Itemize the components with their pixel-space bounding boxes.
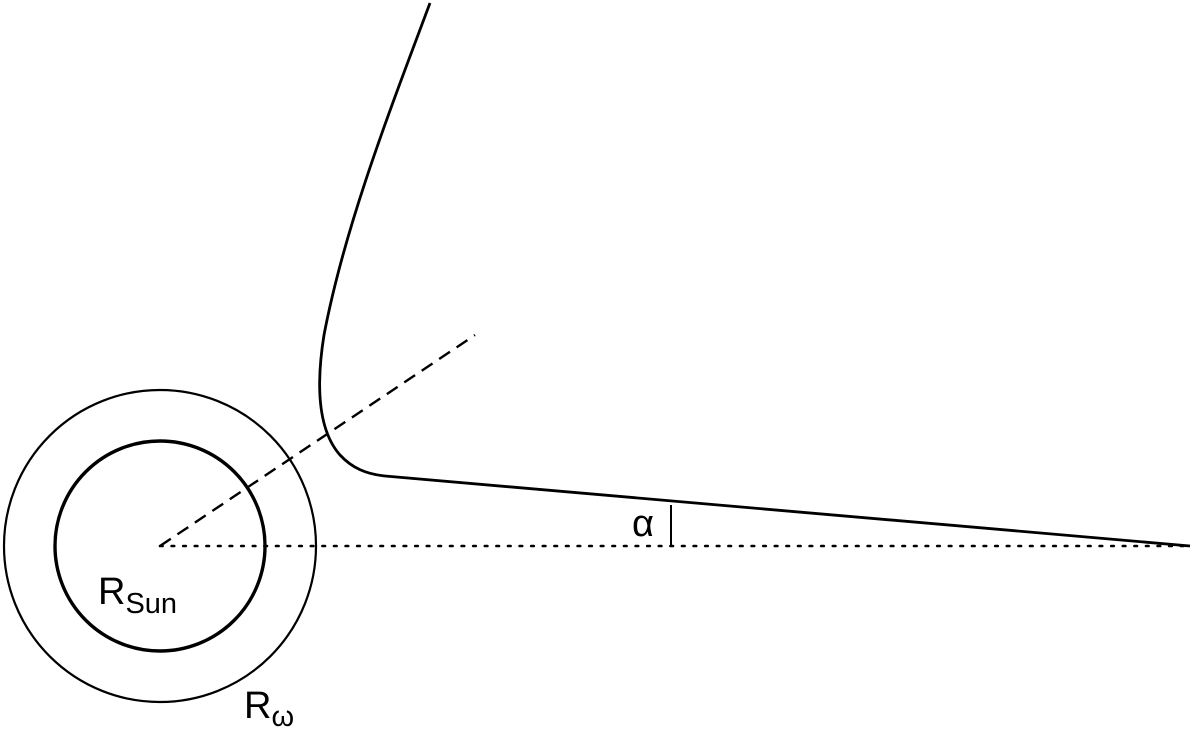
label-r-omega: Rω	[244, 685, 294, 733]
label-r-sun-main: R	[98, 571, 125, 613]
label-r-omega-main: R	[244, 685, 271, 727]
dashed-symmetry-line	[159, 334, 476, 547]
label-r-sun: RSun	[98, 571, 177, 620]
label-r-omega-sub: ω	[271, 701, 294, 733]
label-r-sun-sub: Sun	[125, 588, 177, 620]
outer-circle-r-omega	[2, 388, 318, 704]
hyperbolic-trajectory	[318, 2, 1191, 548]
label-angle-alpha: α	[632, 503, 654, 545]
